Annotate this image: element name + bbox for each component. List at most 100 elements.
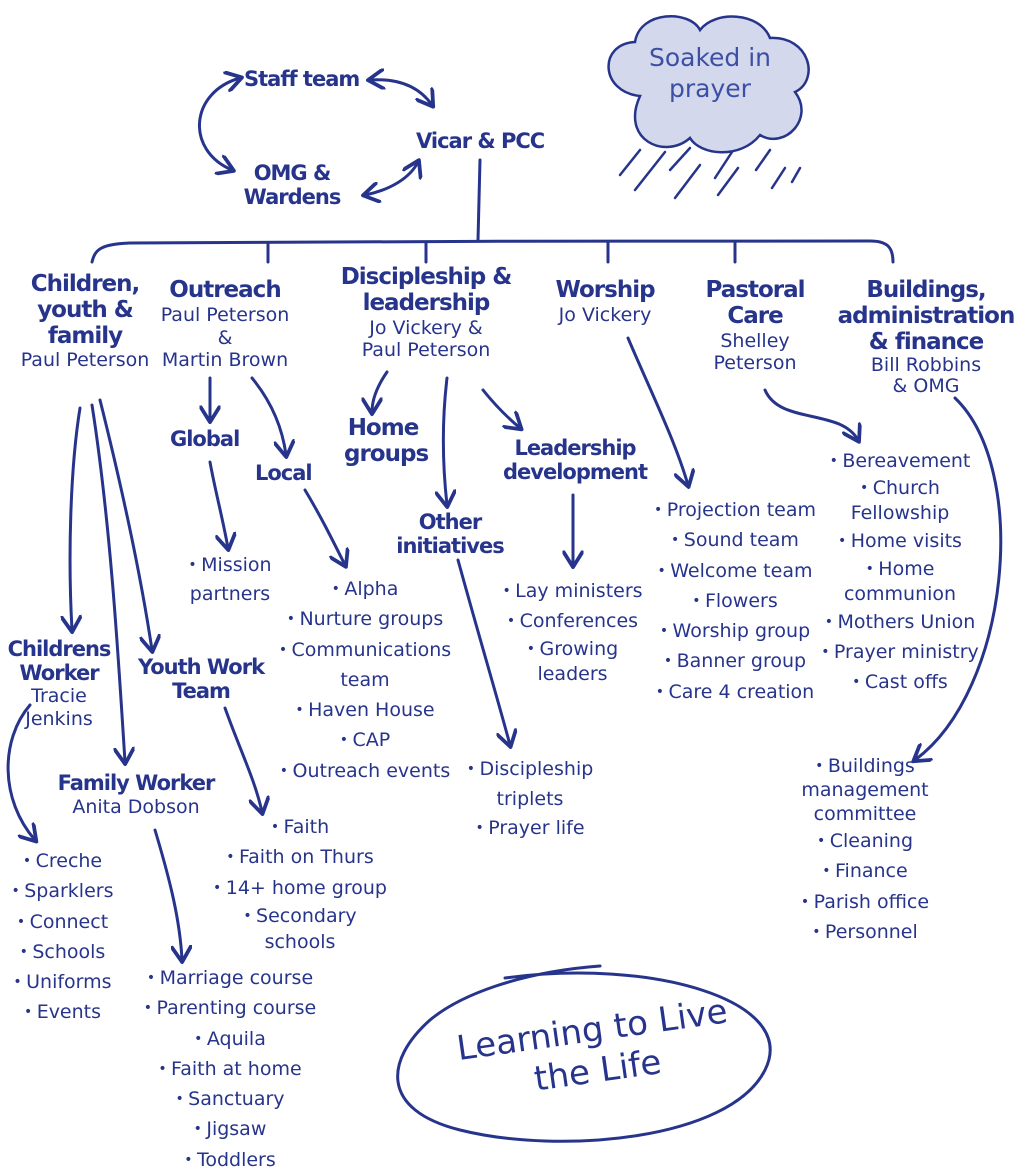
list-item: Care 4 creation [635, 677, 835, 707]
list-item-continued: triplets [496, 787, 564, 810]
node-title: groups [344, 440, 429, 467]
node-title: administration [837, 302, 1016, 329]
node-title: Home [347, 415, 420, 441]
youth-work-list: Faith Faith on Thurs 14+ home group Seco… [200, 812, 400, 955]
node-title: Childrens [7, 637, 112, 661]
node-leader: & OMG [892, 375, 960, 398]
list-item: Faith at home [130, 1054, 330, 1084]
list-item: Prayer life [460, 814, 600, 844]
node-title: Other [418, 510, 482, 534]
node-title: Children, [30, 271, 141, 297]
family-worker-node: Family Worker Anita Dobson [50, 771, 222, 818]
node-title: Youth Work [137, 655, 265, 679]
buildings-list: Buildings management committee Cleaning … [780, 754, 950, 947]
node-title: Leadership [514, 436, 636, 460]
other-initiatives-node: Other initiatives [394, 510, 506, 558]
childrens-worker-node: Childrens Worker Tracie Jenkins [0, 637, 118, 731]
local-list: Alpha Nurture groups Communications team… [270, 574, 460, 786]
list-item-continued: communion [843, 582, 957, 605]
list-item: Finance [780, 856, 950, 886]
node-leader: Jo Vickery [558, 303, 652, 326]
list-item: Conferences [495, 606, 650, 636]
list-item: 14+ home group [200, 873, 400, 903]
list-item: Toddlers [130, 1145, 330, 1175]
list-item: Events [0, 997, 125, 1027]
node-title: Pastoral [705, 277, 806, 303]
vicar-pcc-node: Vicar & PCC [416, 129, 545, 153]
list-item: Jigsaw [130, 1114, 330, 1144]
staff-team-node: Staff team [244, 67, 360, 91]
global-list: Mission partners [170, 551, 290, 609]
outreach-node: Outreach Paul Peterson & Martin Brown [150, 277, 300, 372]
node-title: Worker [19, 660, 99, 685]
list-item: Schools [0, 937, 125, 967]
list-item: CAP [270, 725, 460, 755]
node-title: Care [727, 302, 783, 329]
footer-ellipse [396, 964, 772, 1143]
node-leader: Tracie [31, 685, 87, 708]
worship-node: Worship Jo Vickery [550, 277, 660, 327]
node-title: Family Worker [57, 771, 216, 795]
discipleship-node: Discipleship & leadership Jo Vickery & P… [336, 264, 516, 362]
list-item: Parenting course [130, 993, 330, 1023]
list-item: Aquila [130, 1024, 330, 1054]
node-leader: & [217, 326, 233, 349]
list-item: Projection team [635, 495, 835, 525]
list-item: Cast offs [805, 667, 995, 697]
node-leader: Paul Peterson [361, 339, 491, 362]
list-item: Personnel [780, 917, 950, 947]
list-item: Home visits [805, 526, 995, 556]
list-item: Discipleship [460, 755, 600, 785]
pastoral-care-list: Bereavement Church Fellowship Home visit… [805, 446, 995, 697]
pastoral-care-node: Pastoral Care Shelley Peterson [700, 277, 810, 375]
wardens-line: Wardens [243, 184, 342, 209]
other-initiatives-list: Discipleship triplets Prayer life [460, 755, 600, 844]
global-node: Global [170, 427, 240, 451]
list-item: Mission [170, 551, 290, 580]
list-item: Sanctuary [130, 1084, 330, 1114]
list-item-continued: partners [189, 583, 271, 605]
list-item-continued: leaders [537, 662, 608, 685]
node-leader: Shelley [720, 329, 790, 352]
leadership-development-list: Lay ministers Conferences Growing leader… [495, 576, 650, 687]
list-item: Secondary [200, 903, 400, 929]
list-item: Cleaning [780, 826, 950, 856]
node-title: Buildings, [866, 277, 986, 303]
worship-list: Projection team Sound team Welcome team … [635, 495, 835, 707]
cloud-line: prayer [669, 74, 751, 104]
list-item: Banner group [635, 646, 835, 676]
node-leader: Martin Brown [161, 349, 289, 372]
node-title: Team [172, 678, 231, 703]
list-item: Communications [270, 635, 460, 665]
list-item: Sound team [635, 525, 835, 555]
list-item: Uniforms [0, 967, 125, 997]
list-item: Parish office [780, 887, 950, 917]
list-item: Home [805, 557, 995, 582]
list-item: Buildings [780, 754, 950, 778]
node-title: development [503, 459, 648, 484]
node-title: Discipleship & [340, 264, 513, 290]
node-title: leadership [362, 289, 491, 316]
list-item: Sparklers [0, 876, 125, 906]
list-item-continued: Fellowship [850, 502, 950, 525]
childrens-worker-list: Creche Sparklers Connect Schools Uniform… [0, 846, 125, 1028]
list-item: Lay ministers [495, 576, 650, 606]
list-item: Creche [0, 846, 125, 876]
node-leader: Jenkins [25, 707, 93, 730]
list-item: Nurture groups [270, 604, 460, 634]
buildings-node: Buildings, administration & finance Bill… [828, 277, 1024, 398]
omg-line: OMG & [253, 161, 332, 185]
list-item: Faith [200, 812, 400, 842]
cloud-shape [607, 15, 810, 154]
family-worker-list: Marriage course Parenting course Aquila … [130, 963, 330, 1175]
list-item-continued: team [340, 668, 390, 691]
node-leader: Paul Peterson [160, 303, 290, 326]
node-title: youth & [37, 296, 134, 323]
omg-wardens-node: OMG & Wardens [232, 161, 352, 209]
home-groups-node: Home groups [344, 415, 429, 468]
youth-work-team-node: Youth Work Team [132, 655, 270, 703]
list-item-continued: committee [813, 803, 917, 825]
node-leader: Anita Dobson [72, 795, 200, 818]
leadership-development-node: Leadership development [496, 436, 654, 484]
